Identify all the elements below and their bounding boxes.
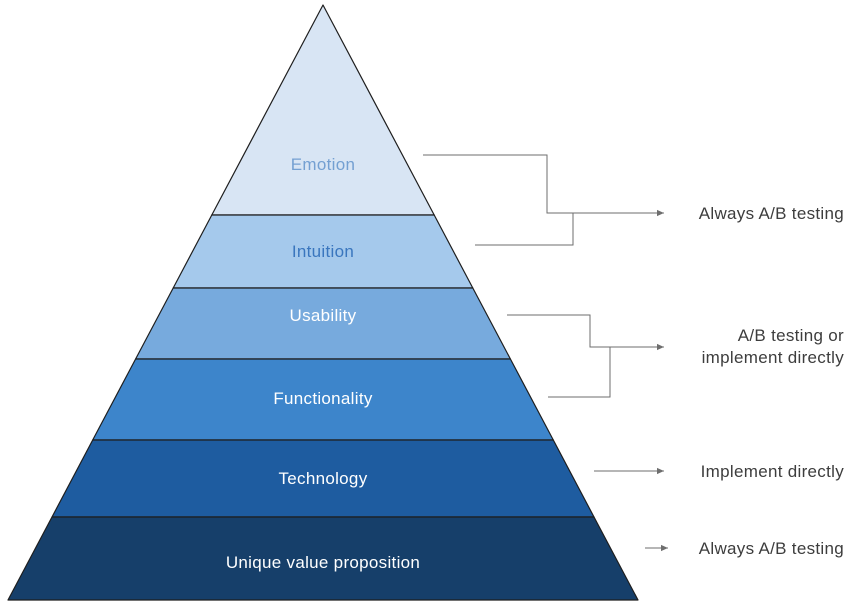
connector-emotion-arrow (423, 154, 664, 217)
connector-usability-arrow (507, 314, 664, 351)
level-label-unique-value-proposition: Unique value proposition (226, 553, 420, 572)
pyramid-labels: Emotion Intuition Usability Functionalit… (226, 155, 420, 572)
level-label-functionality: Functionality (273, 389, 373, 408)
annotation-ab-testing-or-line1: A/B testing or (738, 326, 844, 345)
annotation-always-ab-testing-bottom: Always A/B testing (699, 539, 844, 558)
pyramid-levels (7, 4, 639, 601)
level-shape-unique-value-proposition (7, 516, 639, 601)
annotation-ab-testing-or-line2: implement directly (702, 348, 845, 367)
level-label-intuition: Intuition (292, 242, 354, 261)
annotations: Always A/B testing A/B testing or implem… (699, 204, 844, 558)
level-label-usability: Usability (290, 306, 357, 325)
annotation-always-ab-testing-top: Always A/B testing (699, 204, 844, 223)
annotation-implement-directly: Implement directly (701, 462, 845, 481)
level-label-technology: Technology (278, 469, 367, 488)
connector-functionality-joint (548, 347, 611, 398)
connectors (423, 154, 668, 552)
connector-intuition-joint (475, 213, 574, 246)
level-shape-emotion (211, 4, 435, 216)
level-label-emotion: Emotion (291, 155, 355, 174)
